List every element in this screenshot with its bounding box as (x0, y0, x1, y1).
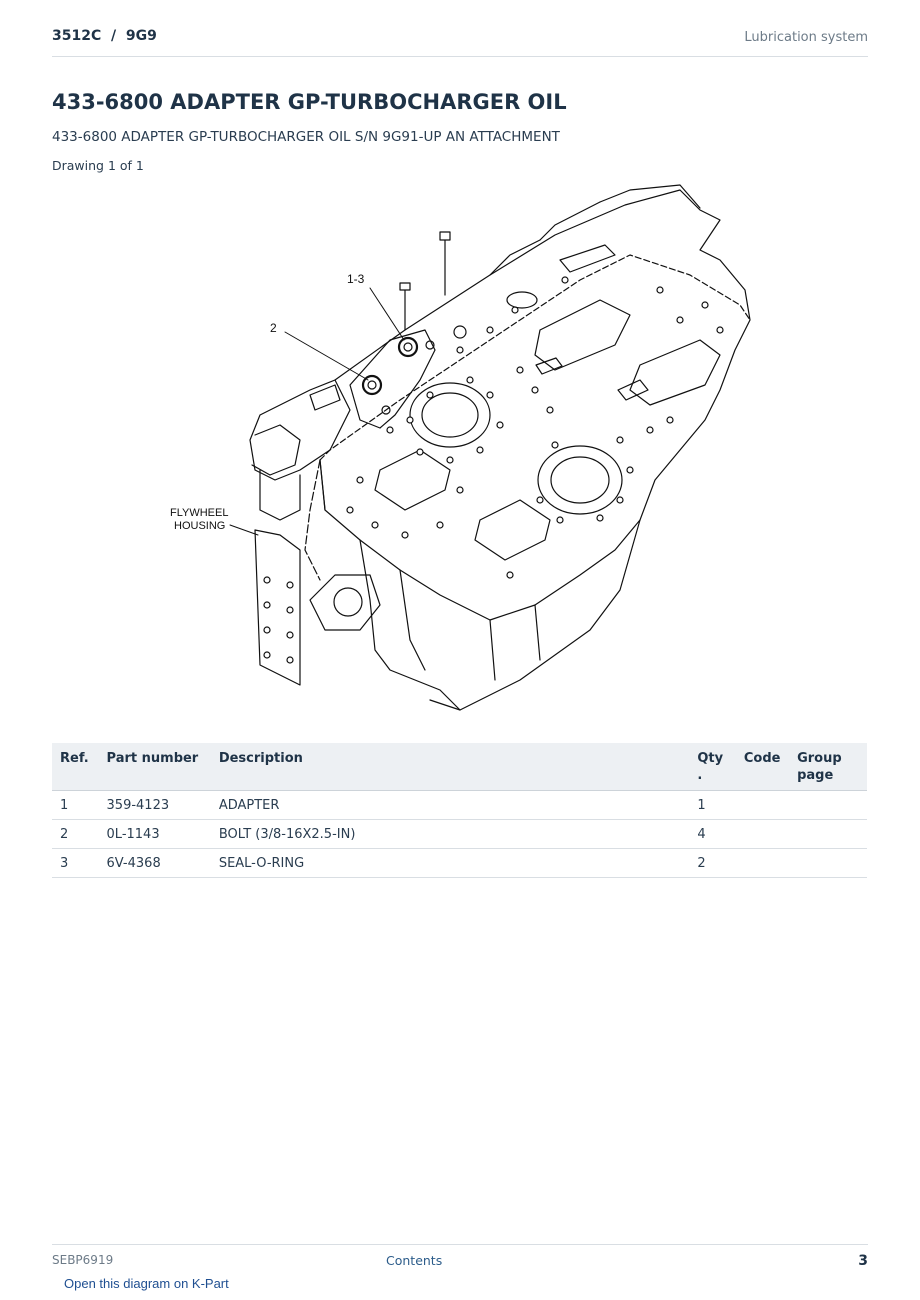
cell-part-number: 359-4123 (98, 790, 211, 820)
cell-description: SEAL-O-RING (210, 848, 690, 878)
cell-part-number: 0L-1143 (98, 819, 211, 849)
model-label: 3512C / 9G9 (52, 28, 157, 44)
page-subtitle: 433-6800 ADAPTER GP-TURBOCHARGER OIL S/N… (52, 129, 560, 145)
cell-ref: 1 (52, 790, 99, 820)
table-row: 2 0L-1143 BOLT (3/8-16X2.5-IN) 4 (52, 819, 867, 849)
col-code: Code (735, 743, 790, 791)
cell-ref: 3 (52, 848, 99, 878)
page-number: 3 (858, 1253, 868, 1269)
section-label: Lubrication system (744, 30, 868, 45)
cell-ref: 2 (52, 819, 99, 849)
doc-id: SEBP6919 (52, 1253, 114, 1267)
col-ref: Ref. (52, 743, 99, 791)
cell-qty: 4 (689, 819, 736, 849)
flywheel-label-line2: HOUSING (174, 520, 225, 532)
cell-description: BOLT (3/8-16X2.5-IN) (210, 819, 690, 849)
page-title: 433-6800 ADAPTER GP-TURBOCHARGER OIL (52, 90, 567, 114)
col-group-page: Group page (789, 743, 867, 791)
kpart-link[interactable]: Open this diagram on K-Part (64, 1276, 229, 1291)
col-qty: Qty. (689, 743, 736, 791)
page-footer: SEBP6919 Contents 3 (52, 1244, 868, 1275)
flywheel-label-line1: FLYWHEEL (170, 507, 228, 519)
col-qty-line2: . (697, 768, 703, 783)
cell-qty: 2 (689, 848, 736, 878)
contents-link[interactable]: Contents (386, 1253, 443, 1268)
col-qty-line1: Qty (697, 751, 724, 766)
col-description: Description (210, 743, 690, 791)
table-row: 3 6V-4368 SEAL-O-RING 2 (52, 848, 867, 878)
cell-group-page (789, 848, 867, 878)
callout-2: 2 (270, 321, 277, 335)
col-part-number: Part number (98, 743, 211, 791)
page-header: 3512C / 9G9 Lubrication system (52, 28, 868, 57)
parts-drawing: 1-3 2 FLYWHEEL HOUSING (160, 180, 760, 725)
cell-code (735, 790, 790, 820)
parts-table: Ref. Part number Description Qty. Code G… (52, 743, 867, 878)
cell-qty: 1 (689, 790, 736, 820)
cell-code (735, 819, 790, 849)
col-group-line1: Group (797, 751, 842, 766)
col-group-line2: page (797, 768, 834, 783)
cell-group-page (789, 790, 867, 820)
callout-1-3: 1-3 (347, 272, 365, 286)
drawing-count: Drawing 1 of 1 (52, 158, 144, 173)
table-row: 1 359-4123 ADAPTER 1 (52, 790, 867, 820)
engine-block-illustration (229, 184, 751, 711)
cell-description: ADAPTER (210, 790, 690, 820)
cell-group-page (789, 819, 867, 849)
table-header-row: Ref. Part number Description Qty. Code G… (52, 743, 867, 791)
cell-part-number: 6V-4368 (98, 848, 211, 878)
cell-code (735, 848, 790, 878)
